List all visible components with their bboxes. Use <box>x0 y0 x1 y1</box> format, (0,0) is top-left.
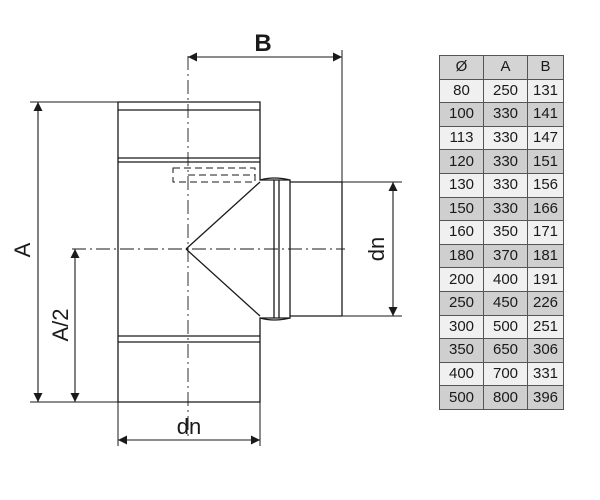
cell-diameter: 300 <box>439 314 484 340</box>
cell-diameter: 180 <box>439 243 484 269</box>
label-B: B <box>254 30 271 57</box>
cell-diameter: 130 <box>439 172 484 198</box>
cell-A: 800 <box>483 385 528 410</box>
cell-diameter: 100 <box>439 102 484 127</box>
cell-diameter: 400 <box>439 361 484 387</box>
cell-B: 226 <box>527 290 564 316</box>
cell-B: 181 <box>527 243 564 269</box>
label-dn-side: dn <box>364 237 389 261</box>
cell-diameter: 250 <box>439 290 484 316</box>
table-header-row: Ø A B <box>439 55 564 80</box>
cell-diameter: 150 <box>439 196 484 222</box>
cell-B: 396 <box>527 385 564 410</box>
cell-diameter: 200 <box>439 267 484 292</box>
center-lines <box>72 56 345 440</box>
cell-B: 171 <box>527 220 564 245</box>
cell-A: 330 <box>483 149 528 174</box>
cell-A: 330 <box>483 196 528 222</box>
cell-B: 331 <box>527 361 564 387</box>
cell-A: 450 <box>483 290 528 316</box>
dimension-lines <box>33 52 398 445</box>
cell-A: 400 <box>483 267 528 292</box>
header-diameter: Ø <box>439 55 484 80</box>
cell-B: 131 <box>527 78 564 104</box>
cell-diameter: 80 <box>439 78 484 104</box>
cell-A: 330 <box>483 172 528 198</box>
cell-diameter: 120 <box>439 149 484 174</box>
cell-B: 306 <box>527 338 564 363</box>
cell-B: 251 <box>527 314 564 340</box>
cell-diameter: 113 <box>439 125 484 151</box>
cell-diameter: 160 <box>439 220 484 245</box>
cell-A: 330 <box>483 125 528 151</box>
cell-A: 350 <box>483 220 528 245</box>
cell-B: 151 <box>527 149 564 174</box>
cell-B: 141 <box>527 102 564 127</box>
cell-B: 156 <box>527 172 564 198</box>
header-A: A <box>483 55 528 80</box>
cell-A: 700 <box>483 361 528 387</box>
cell-A: 370 <box>483 243 528 269</box>
cell-diameter: 500 <box>439 385 484 410</box>
cell-diameter: 350 <box>439 338 484 363</box>
tee-technical-drawing: B A A/2 dn dn <box>10 30 402 446</box>
label-A-half: A/2 <box>48 308 73 341</box>
cell-A: 500 <box>483 314 528 340</box>
label-dn-bottom: dn <box>177 414 201 439</box>
cell-A: 650 <box>483 338 528 363</box>
pipe-body <box>117 101 343 403</box>
label-A: A <box>10 242 35 257</box>
header-B: B <box>527 55 564 80</box>
cell-B: 166 <box>527 196 564 222</box>
cell-B: 191 <box>527 267 564 292</box>
cell-B: 147 <box>527 125 564 151</box>
inner-baffle <box>172 167 256 183</box>
cell-A: 250 <box>483 78 528 104</box>
cell-A: 330 <box>483 102 528 127</box>
